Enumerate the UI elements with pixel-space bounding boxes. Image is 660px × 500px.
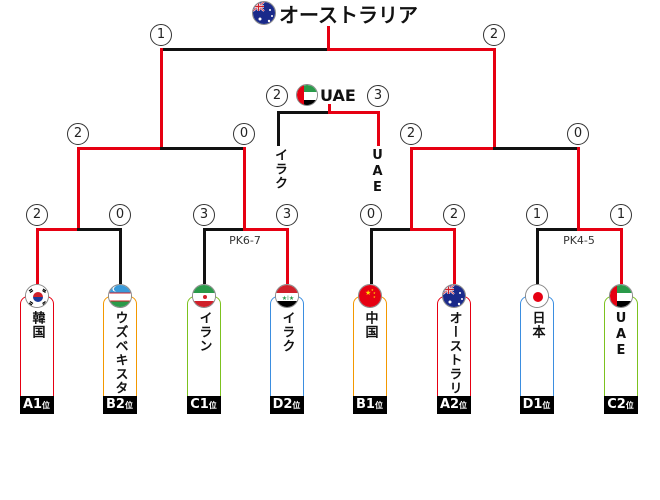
- qf1-right-score: 0: [109, 204, 131, 226]
- team-card-uae[interactable]: UAE C2位: [603, 284, 638, 414]
- qf2-right-line: [243, 228, 289, 231]
- qf3-left-line: [370, 228, 413, 231]
- korea-flag-icon: [25, 284, 49, 308]
- qf4-right-drop: [620, 228, 623, 284]
- seed-label: A2位: [436, 396, 471, 414]
- third-place-right-team: UAE: [370, 148, 385, 196]
- final-left-score: 1: [150, 24, 172, 46]
- china-flag-icon: ★★★★: [358, 284, 382, 308]
- qf4-right-line: [577, 228, 623, 231]
- semi2-left-drop: [410, 147, 413, 230]
- semi1-right-score: 0: [233, 123, 255, 145]
- semi1-left-score: 2: [67, 123, 89, 145]
- final-right-line: [327, 48, 496, 51]
- third-place-left-drop: [277, 111, 280, 146]
- seed-label: D1位: [519, 396, 554, 414]
- semi1-right-line: [160, 147, 246, 150]
- semi1-left-drop: [77, 147, 80, 230]
- semi2-right-line: [493, 147, 579, 150]
- qf2-penalty-result: PK6-7: [229, 234, 261, 247]
- team-card-iraq[interactable]: ★ا★ イラク D2位: [269, 284, 304, 414]
- qf3-right-line: [410, 228, 456, 231]
- seed-label: C1位: [186, 396, 221, 414]
- qf2-left-line: [203, 228, 246, 231]
- qf2-left-score: 3: [193, 204, 215, 226]
- qf2-right-score: 3: [276, 204, 298, 226]
- qf3-right-drop: [453, 228, 456, 284]
- australia-flag-icon: [442, 284, 466, 308]
- third-place-left-score: 2: [266, 85, 288, 107]
- final-right-drop: [493, 48, 496, 149]
- semi2-left-line: [410, 147, 496, 150]
- team-card-australia[interactable]: オーストラリア A2位: [436, 284, 471, 414]
- qf1-left-drop: [36, 228, 39, 284]
- svg-text:★: ★: [373, 291, 376, 295]
- seed-label: B1位: [352, 396, 387, 414]
- qf1-left-score: 2: [26, 204, 48, 226]
- svg-text:★: ★: [365, 289, 371, 297]
- team-name: 中国: [362, 311, 378, 339]
- champion-header: オーストラリア: [252, 0, 418, 27]
- uae-flag-icon: [296, 84, 318, 106]
- third-place-left-team: イラク: [272, 148, 287, 190]
- third-place-connector: [328, 104, 331, 113]
- uzbekistan-flag-icon: [108, 284, 132, 308]
- qf1-right-line: [77, 228, 122, 231]
- team-name: イラク: [279, 311, 295, 353]
- third-place-winner: UAE: [296, 83, 356, 107]
- third-place-right-line: [328, 111, 380, 114]
- third-place-winner-name: UAE: [320, 85, 356, 105]
- team-name: イラン: [196, 311, 212, 353]
- team-card-uzbekistan[interactable]: ウズベキスタン B2位: [102, 284, 137, 414]
- qf4-left-drop: [536, 228, 539, 284]
- seed-label: A1位: [19, 396, 54, 414]
- team-name: UAE: [613, 311, 629, 359]
- iraq-flag-icon: ★ا★: [275, 284, 299, 308]
- team-name: オーストラリア: [446, 311, 462, 409]
- champion-connector: [327, 26, 330, 51]
- team-name: 韓国: [29, 311, 45, 339]
- qf2-right-drop: [286, 228, 289, 284]
- semi2-left-score: 2: [400, 123, 422, 145]
- svg-text:★: ★: [371, 288, 374, 292]
- third-place-right-score: 3: [367, 85, 389, 107]
- semi2-right-drop: [577, 147, 580, 230]
- uae-flag-icon: [609, 284, 633, 308]
- team-card-china[interactable]: ★★★★ 中国 B1位: [352, 284, 387, 414]
- third-place-right-drop: [377, 111, 380, 146]
- iran-flag-icon: [192, 284, 216, 308]
- seed-label: C2位: [603, 396, 638, 414]
- qf1-left-line: [36, 228, 80, 231]
- champion-name: オーストラリア: [279, 2, 418, 27]
- team-name: 日本: [529, 311, 545, 339]
- team-name: ウズベキスタン: [112, 311, 128, 409]
- qf3-left-drop: [370, 228, 373, 284]
- australia-flag-icon: [252, 1, 276, 25]
- qf4-left-line: [536, 228, 580, 231]
- third-place-left-line: [277, 111, 330, 114]
- qf3-left-score: 0: [360, 204, 382, 226]
- qf4-right-score: 1: [610, 204, 632, 226]
- qf2-left-drop: [203, 228, 206, 284]
- team-card-japan[interactable]: 日本 D1位: [519, 284, 554, 414]
- japan-flag-icon: [525, 284, 549, 308]
- final-right-score: 2: [483, 24, 505, 46]
- team-card-korea[interactable]: 韓国 A1位: [19, 284, 54, 414]
- qf4-penalty-result: PK4-5: [563, 234, 595, 247]
- qf3-right-score: 2: [443, 204, 465, 226]
- semi1-left-line: [77, 147, 163, 150]
- final-left-drop: [160, 48, 163, 149]
- final-left-line: [160, 48, 330, 51]
- svg-text:★: ★: [373, 295, 376, 299]
- seed-label: B2位: [102, 396, 137, 414]
- team-card-iran[interactable]: イラン C1位: [186, 284, 221, 414]
- semi1-right-drop: [243, 147, 246, 230]
- seed-label: D2位: [269, 396, 304, 414]
- qf1-right-drop: [119, 228, 122, 284]
- qf4-left-score: 1: [526, 204, 548, 226]
- svg-text:★ا★: ★ا★: [282, 295, 294, 302]
- semi2-right-score: 0: [567, 123, 589, 145]
